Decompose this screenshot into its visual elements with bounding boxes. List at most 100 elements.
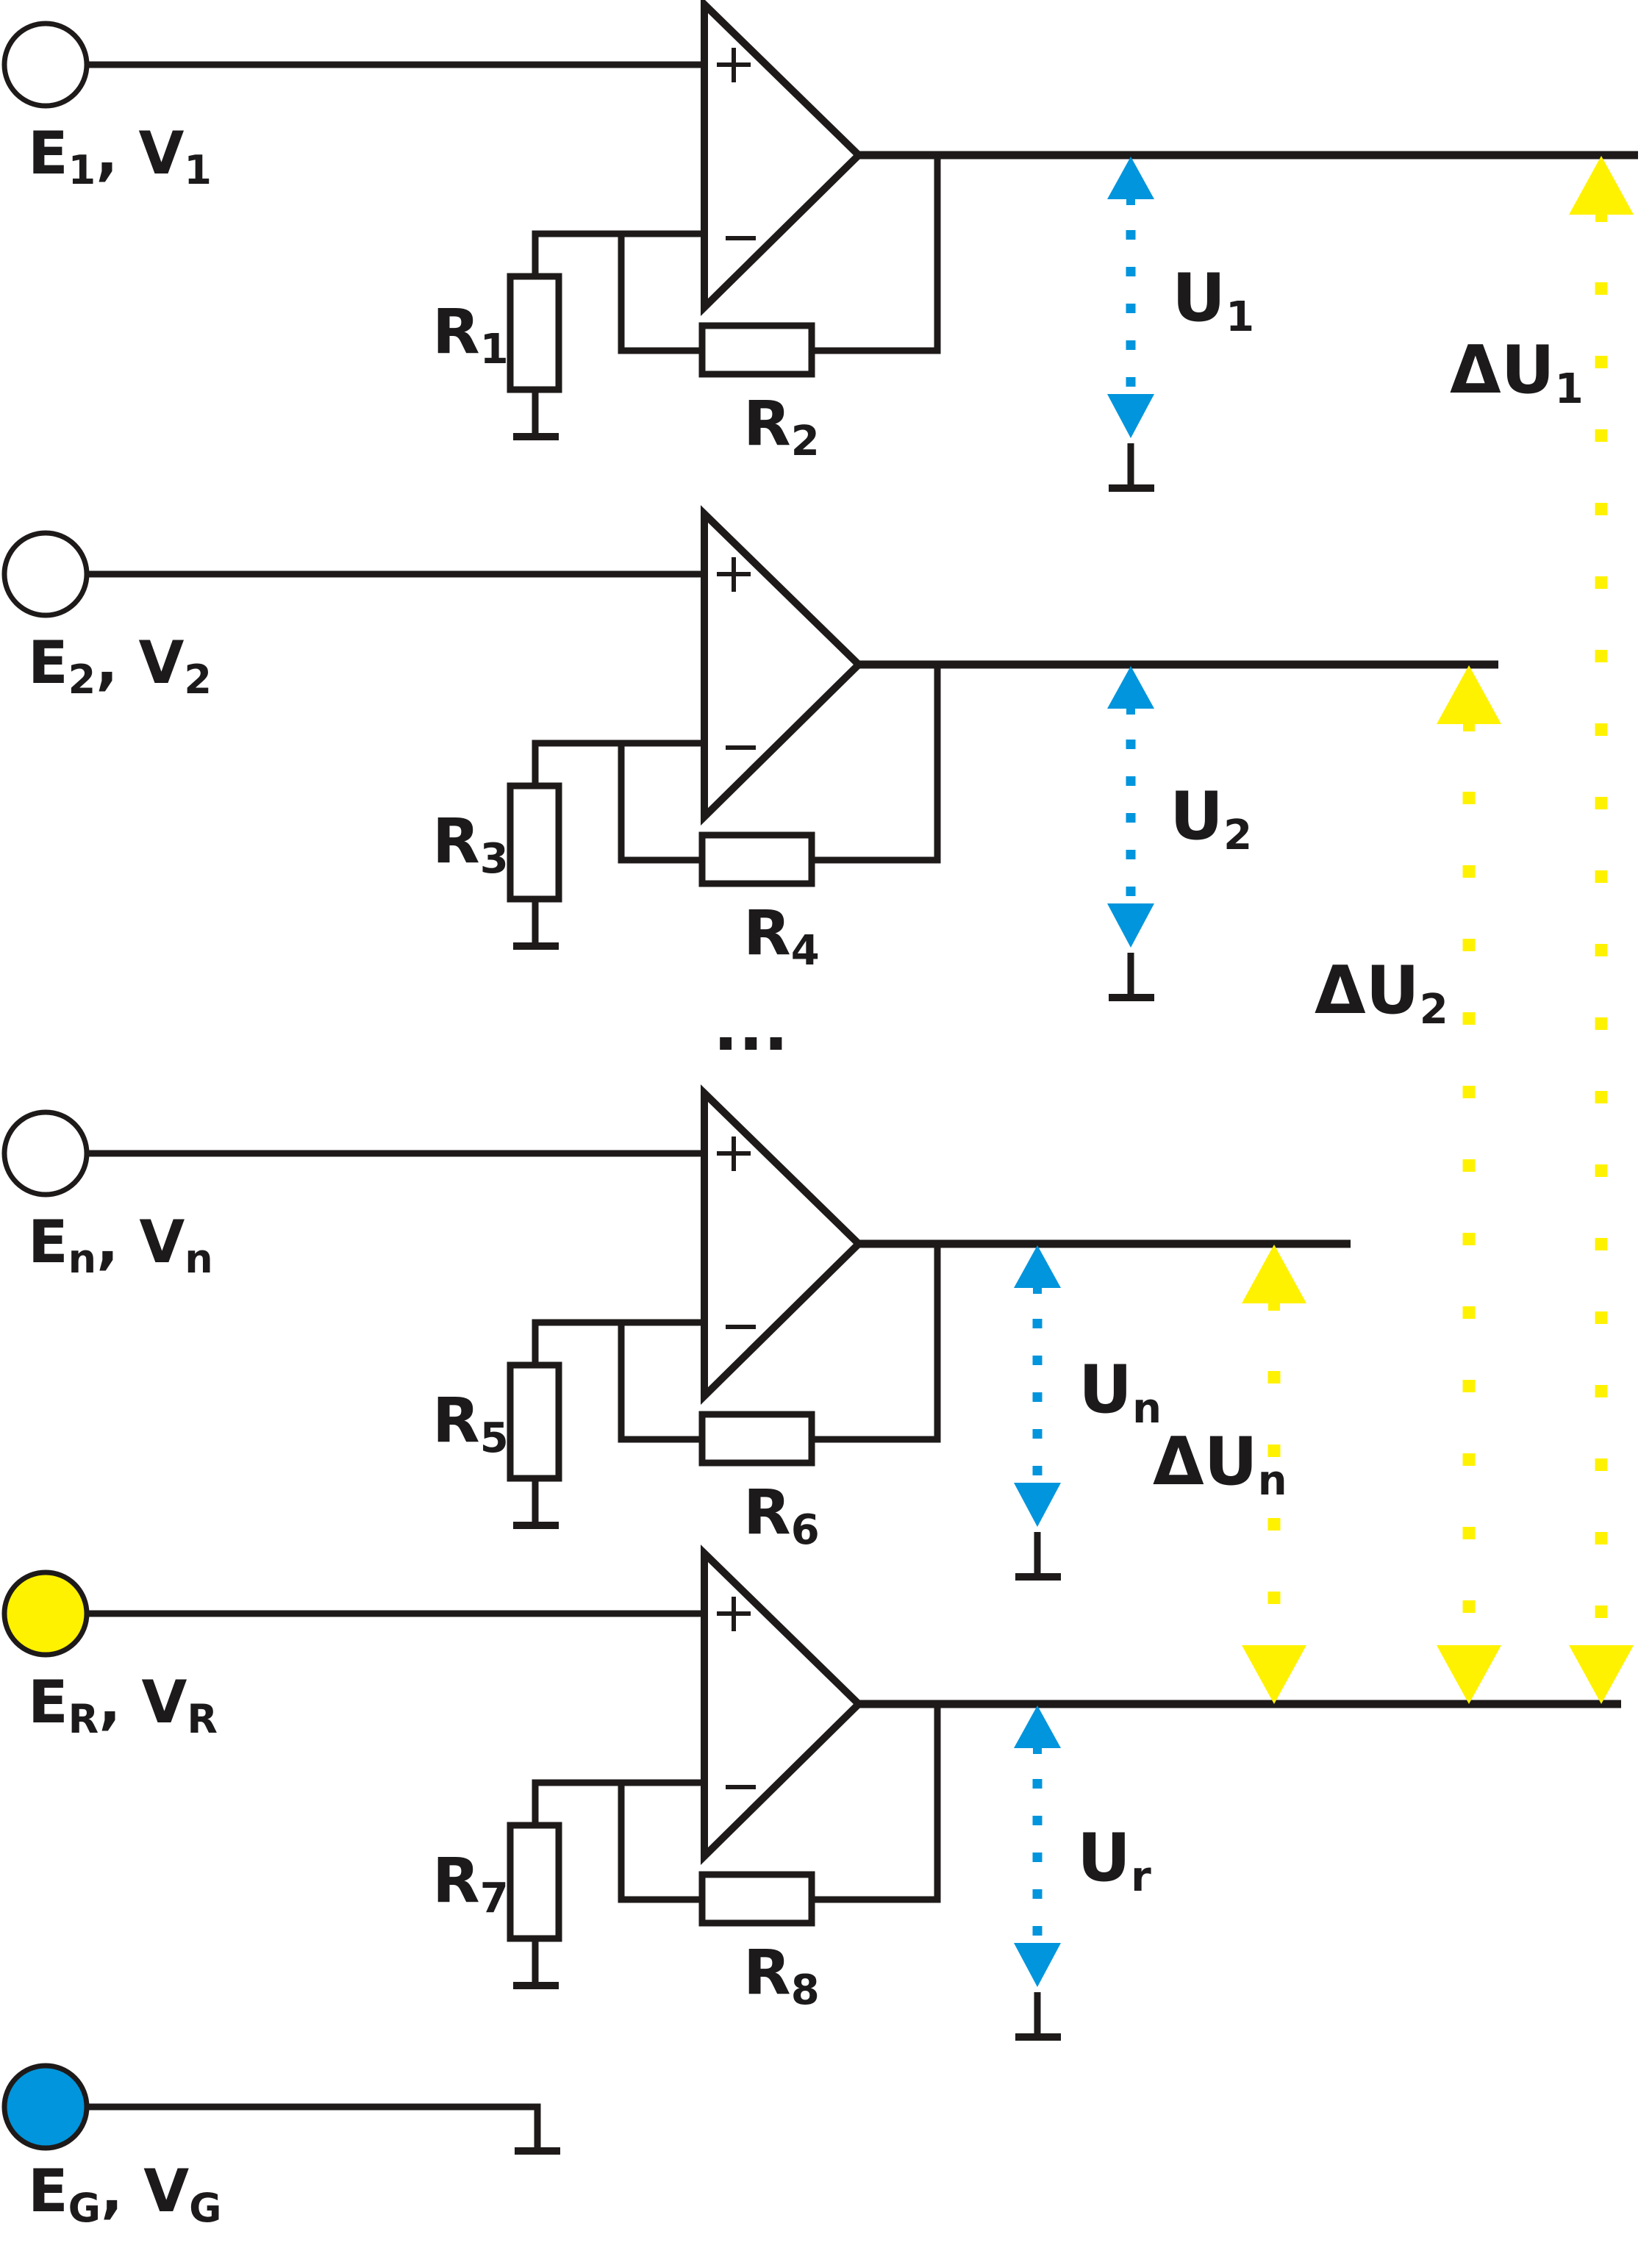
label-u-main: U [1172, 259, 1226, 337]
label-r-ground-main: R [432, 1844, 480, 1916]
label-r-ground: R1 [432, 296, 509, 373]
delta-u-dash [1595, 944, 1608, 956]
electrode-label-stage-ref-v-subscript: R [187, 1696, 218, 1742]
u-ground-bar [1109, 484, 1154, 492]
resistor-R7 [507, 1822, 562, 1942]
label-r-feedback-main: R [743, 897, 791, 969]
ground-stage-ref-bar [513, 1982, 559, 1989]
label-u-main: U [1079, 1351, 1132, 1428]
u-ground-bar [1109, 994, 1154, 1001]
u-arrow-down [1107, 903, 1154, 948]
delta-u-dash [1595, 282, 1608, 295]
delta-u-dash [1595, 723, 1608, 736]
delta-u-dash [1462, 939, 1476, 951]
delta-u-arrow-down [1437, 1645, 1501, 1704]
u-dash [1126, 377, 1136, 387]
minus-input-wire [532, 230, 704, 276]
delta-u-dash [1462, 792, 1476, 804]
u-arrow-up [1107, 157, 1154, 199]
delta-u-dash [1595, 1385, 1608, 1397]
label-delta-u-main: U [1366, 952, 1420, 1029]
label-r-ground-subscript: 5 [480, 1414, 509, 1462]
electrode-label-stage-1-e-subscript: 1 [68, 147, 96, 193]
electrode-label-ground-v-subscript: G [189, 2185, 221, 2231]
u-dash [1126, 887, 1136, 896]
label-r-ground-subscript: 7 [480, 1875, 509, 1922]
label-u: Ur [1077, 1819, 1151, 1901]
resistor-R4 [698, 831, 815, 887]
feedback-wire-right [813, 1244, 941, 1443]
electrode-label-stage-2: E2, V2 [28, 629, 212, 703]
delta-u-arrow-stub [1595, 215, 1607, 222]
feedback-wire-right [813, 155, 941, 354]
u-dash [1126, 304, 1136, 313]
electrode-label-stage-2-v-letter: V [138, 629, 184, 697]
ground-stage-n-bar [513, 1522, 559, 1529]
resistor-R5 [507, 1361, 562, 1482]
label-delta-u-subscript: 1 [1555, 365, 1584, 413]
u-dash [1032, 1356, 1043, 1365]
electrode-ground [1, 2063, 90, 2151]
feedback-wire-left [618, 1322, 699, 1443]
feedback-wire-right [813, 1704, 941, 1903]
resistor-R3 [507, 782, 562, 903]
electrode-label-ground: EG, VG [28, 2157, 221, 2231]
delta-u-dash [1462, 1527, 1476, 1539]
delta-u-dash [1595, 1606, 1608, 1618]
electrode-label-ground-comma: , [101, 2157, 143, 2225]
opamp-stage-1 [701, 0, 865, 316]
electrode-label-stage-n-comma: , [96, 1208, 139, 1276]
delta-u-dash [1462, 1306, 1476, 1319]
electrode-label-stage-1-comma: , [96, 119, 138, 187]
delta-u-arrow-stub [1463, 724, 1475, 731]
u-arrow-up [1107, 666, 1154, 709]
u-dash [1126, 340, 1136, 350]
label-delta-u-delta: Δ [1450, 332, 1501, 409]
resistor-R8 [698, 1871, 815, 1927]
u-dash [1126, 267, 1136, 276]
delta-u-dash [1595, 1238, 1608, 1250]
ground-electrode-bar [515, 2147, 560, 2155]
label-u-subscript: 2 [1223, 812, 1252, 859]
electrode-label-stage-2-e-letter: E [28, 629, 68, 697]
label-delta-u-main: U [1204, 1423, 1258, 1500]
u-dash [1126, 230, 1136, 240]
electrode-stage-ref [1, 1569, 90, 1658]
u-dash [1032, 1926, 1043, 1936]
delta-u-arrow-stub [1268, 1303, 1280, 1311]
u-arrow-down [1014, 1483, 1061, 1527]
u-ground-bar [1015, 2033, 1061, 2041]
label-u: U2 [1170, 778, 1252, 859]
electrode-label-stage-ref-comma: , [99, 1668, 141, 1736]
label-delta-u: ΔU1 [1450, 332, 1584, 413]
resistor-R2 [698, 322, 815, 378]
u-dash [1126, 740, 1136, 749]
delta-u-dash [1595, 650, 1608, 662]
label-u: Un [1079, 1351, 1162, 1433]
electrode-stage-n [1, 1109, 90, 1198]
u-arrow-down [1107, 394, 1154, 438]
u-dash [1126, 813, 1136, 823]
ground-electrode-wire [87, 2103, 541, 2150]
delta-u-dash [1462, 1012, 1476, 1025]
minus-input-wire [532, 1319, 704, 1365]
opamp-stage-ref [701, 1544, 865, 1865]
label-r-ground: R3 [432, 805, 509, 883]
delta-u-dash [1462, 1086, 1476, 1098]
label-r-ground-main: R [432, 296, 480, 368]
delta-u-dash [1595, 1017, 1608, 1030]
delta-u-dash [1595, 1091, 1608, 1103]
label-delta-u-subscript: n [1258, 1457, 1287, 1505]
u-dash [1032, 1853, 1043, 1862]
delta-u-dash [1595, 356, 1608, 368]
electrode-label-stage-ref-e-subscript: R [68, 1696, 99, 1742]
electrode-stage-2 [1, 530, 90, 618]
opamp-stage-n [701, 1084, 865, 1405]
delta-u-dash [1595, 503, 1608, 515]
label-r-ground: R7 [432, 1844, 509, 1922]
delta-u-dash [1462, 865, 1476, 878]
electrode-label-stage-ref-e-letter: E [28, 1668, 68, 1736]
electrode-label-stage-2-v-subscript: 2 [184, 656, 212, 703]
delta-u-dash [1595, 1532, 1608, 1544]
